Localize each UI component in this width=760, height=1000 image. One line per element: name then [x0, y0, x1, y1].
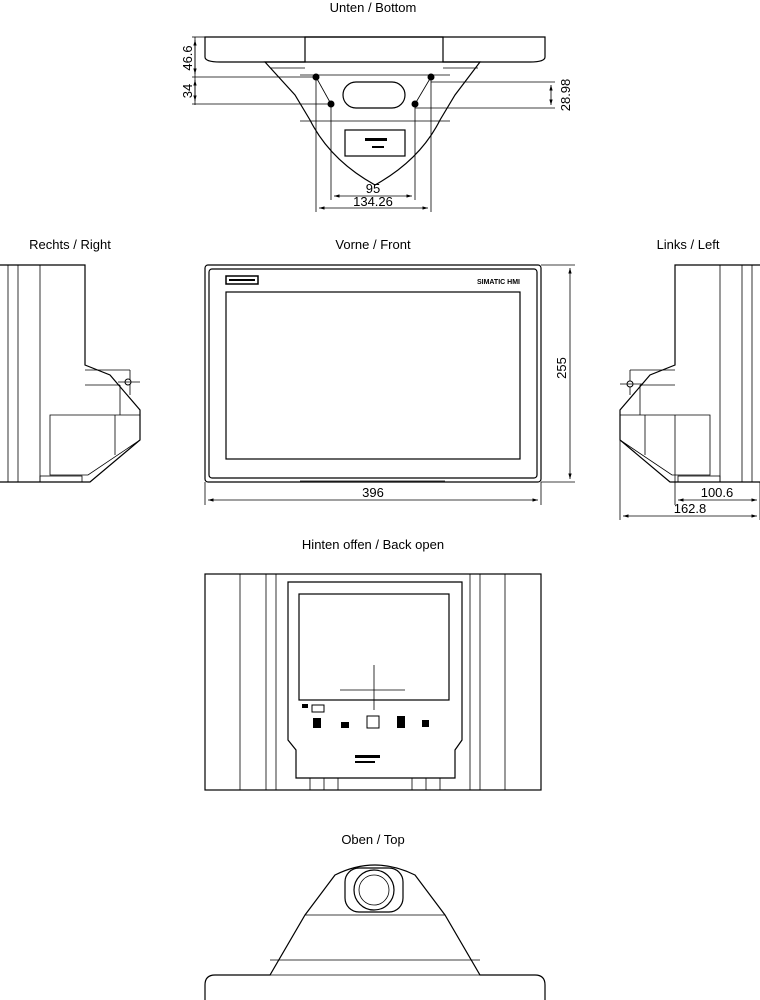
left-view-title: Links / Left [657, 237, 720, 252]
dim-front-255: 255 [554, 357, 569, 379]
right-view-title: Rechts / Right [29, 237, 111, 252]
back-view: Hinten offen / Back open [204, 537, 542, 791]
left-view: Links / Left 100.6 162.8 [619, 237, 760, 520]
dim-bottom-34: 34 [180, 84, 195, 98]
bottom-view: Unten / Bottom 46.6 34 [180, 0, 573, 212]
front-view-title: Vorne / Front [335, 237, 411, 252]
dim-side-100-6: 100.6 [701, 485, 734, 500]
right-view: Rechts / Right [0, 237, 141, 483]
top-view-title: Oben / Top [341, 832, 404, 847]
top-view: Oben / Top [204, 832, 546, 1000]
dim-bottom-28-98: 28.98 [558, 79, 573, 112]
back-view-title: Hinten offen / Back open [302, 537, 444, 552]
dim-front-396: 396 [362, 485, 384, 500]
dim-side-162-8: 162.8 [674, 501, 707, 516]
dim-bottom-95: 95 [366, 181, 380, 196]
dim-bottom-134-26: 134.26 [353, 194, 393, 209]
front-view: Vorne / Front SIMATIC HMI 255 396 [204, 237, 575, 505]
bottom-view-title: Unten / Bottom [330, 0, 417, 15]
front-brand-label: SIMATIC HMI [477, 279, 520, 286]
dim-bottom-46-6: 46.6 [180, 45, 195, 70]
